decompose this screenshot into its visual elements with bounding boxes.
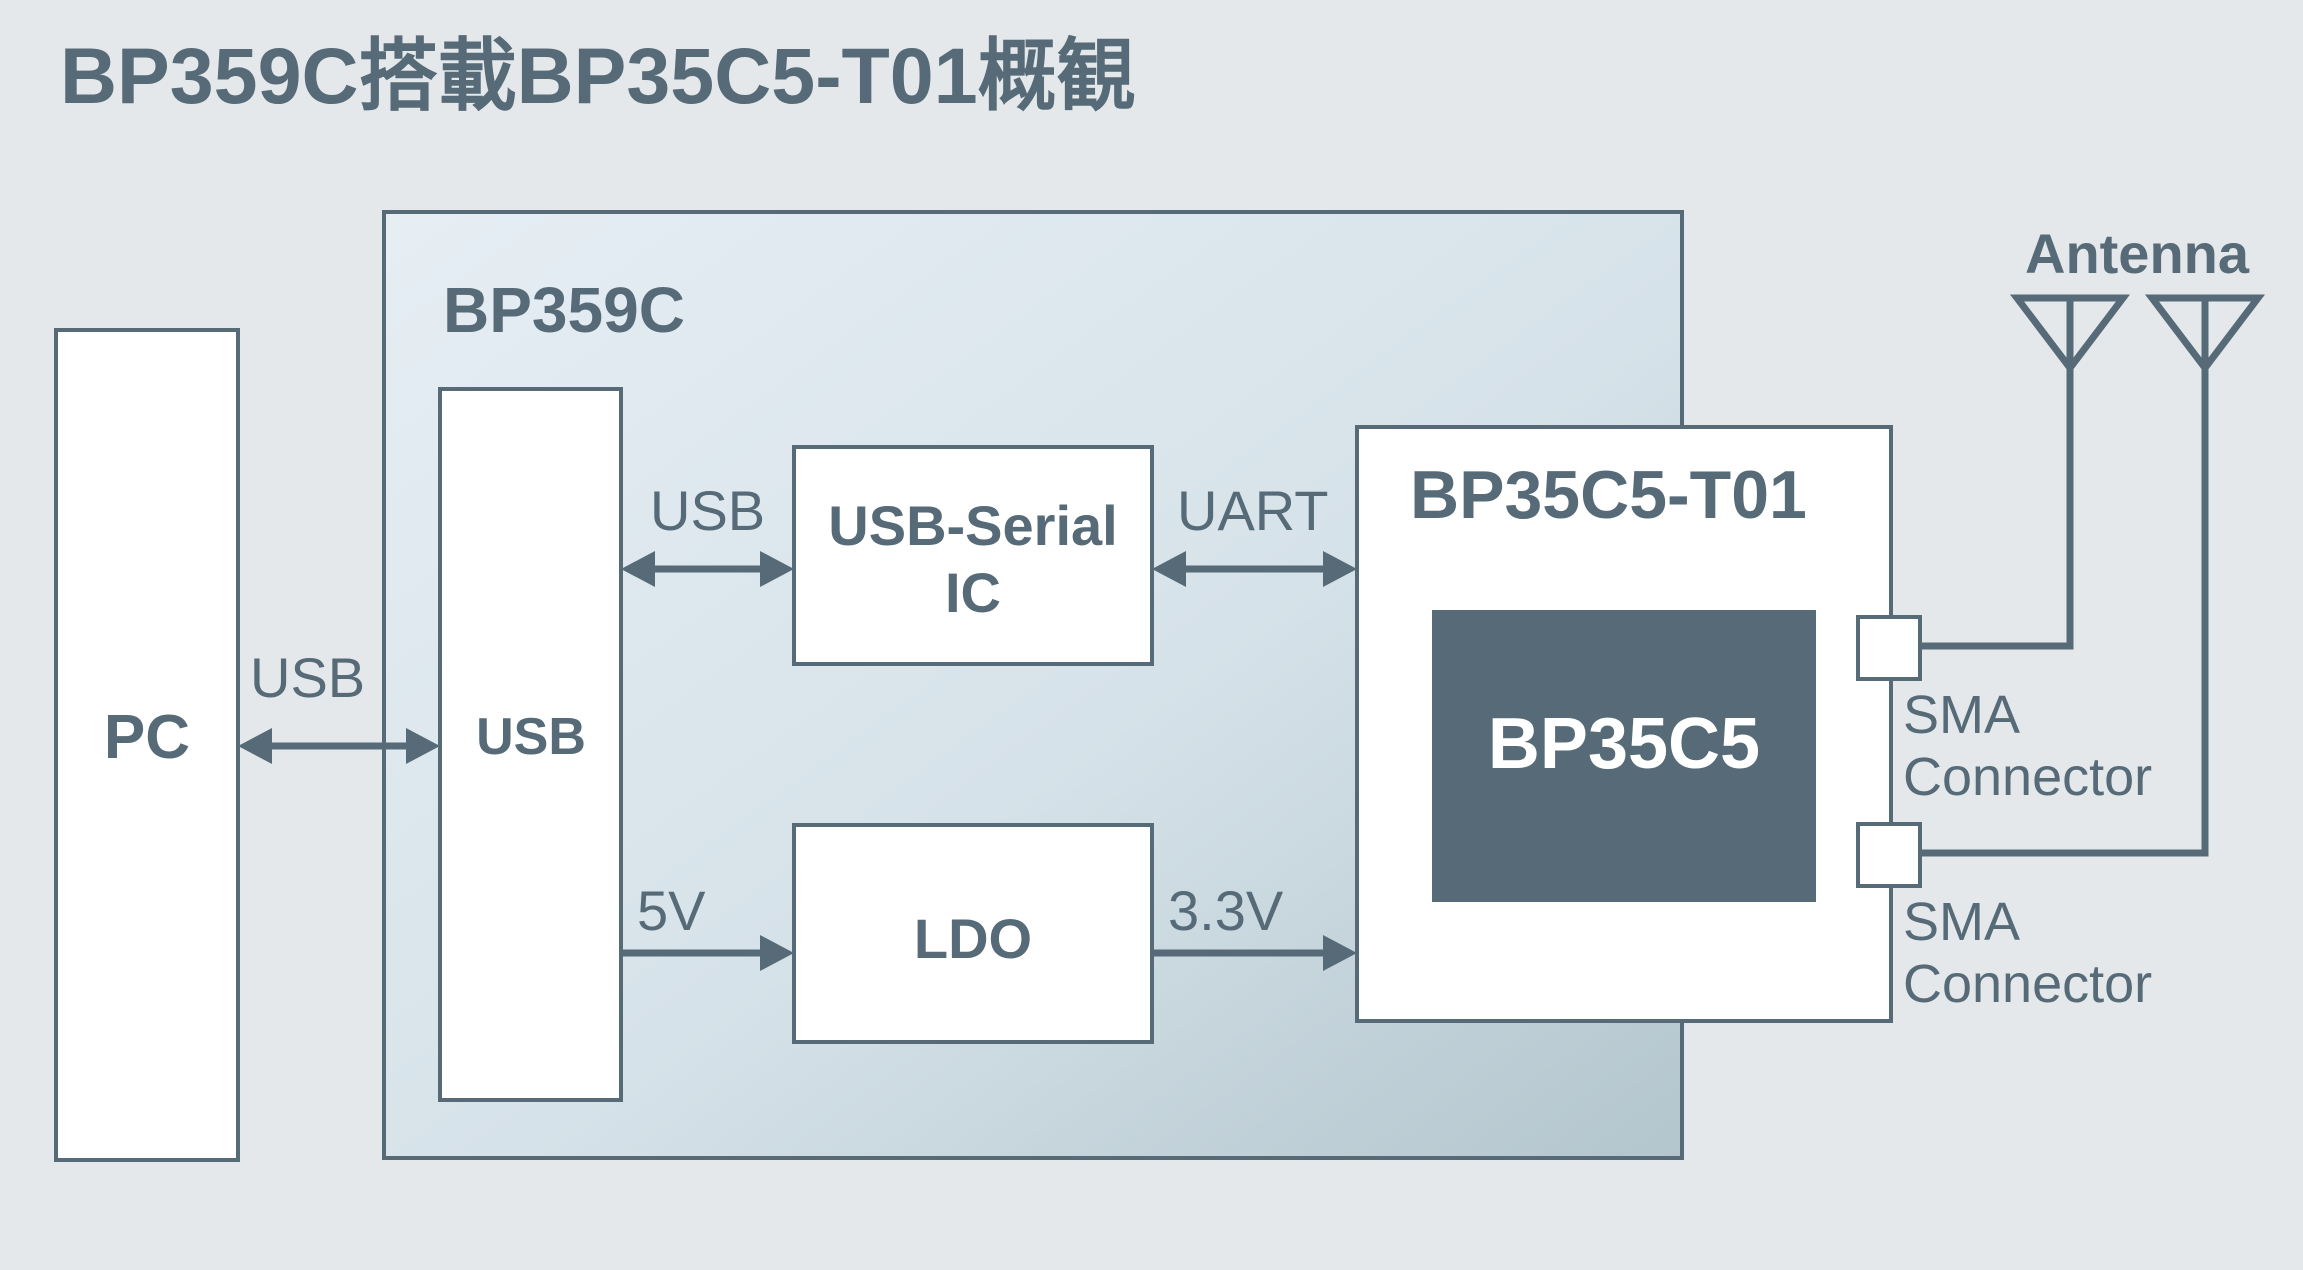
usb-connector-block [438, 387, 623, 1102]
sma-connector-2 [1856, 822, 1922, 888]
power-5v-label: 5V [637, 879, 706, 942]
power-3v3-link [1152, 935, 1357, 971]
antenna-2-feed [1920, 368, 2209, 857]
arrowhead-right-icon [406, 728, 440, 764]
arrowhead-right-icon [760, 935, 794, 971]
sma-1-label-line2: Connector [1903, 747, 2152, 807]
pc-block [54, 328, 240, 1162]
chip-label: BP35C5 [1488, 704, 1760, 784]
pc-label: PC [104, 703, 190, 772]
arrowhead-left-icon [1152, 551, 1186, 587]
arrowhead-right-icon [1323, 551, 1357, 587]
usb-serial-label-line1: USB-Serial [828, 494, 1117, 557]
pc-usb-link [238, 728, 440, 764]
arrowhead-right-icon [760, 551, 794, 587]
arrowhead-right-icon [1323, 935, 1357, 971]
usb-serial-label-line2: IC [945, 561, 1001, 624]
usb-connector-label: USB [476, 708, 586, 766]
arrowhead-left-icon [621, 551, 655, 587]
ldo-block [792, 823, 1154, 1044]
module-label: BP35C5-T01 [1410, 457, 1807, 533]
pc-usb-link-label: USB [250, 646, 365, 709]
diagram-title: BP359C搭載BP35C5-T01概観 [60, 31, 1136, 120]
uart-link-label: UART [1177, 479, 1328, 542]
antenna-1-feed [1920, 368, 2074, 650]
antenna-1-icon [2009, 294, 2131, 374]
sma-2-label-line2: Connector [1903, 954, 2152, 1014]
usb-serial-link-label: USB [650, 479, 765, 542]
antenna-label: Antenna [2025, 222, 2250, 285]
sma-2-label-line1: SMA [1903, 892, 2020, 952]
usb-serial-link [621, 551, 794, 587]
bp35c5-chip [1432, 610, 1816, 902]
uart-link [1152, 551, 1357, 587]
usb-serial-ic-block [792, 445, 1154, 666]
sma-connector-1 [1856, 615, 1922, 681]
board-label: BP359C [443, 274, 685, 346]
ldo-label: LDO [914, 907, 1032, 970]
power-5v-link [621, 935, 794, 971]
power-3v3-label: 3.3V [1168, 879, 1284, 942]
antenna-2-icon [2144, 294, 2266, 374]
arrowhead-left-icon [238, 728, 272, 764]
sma-1-label-line1: SMA [1903, 685, 2020, 745]
